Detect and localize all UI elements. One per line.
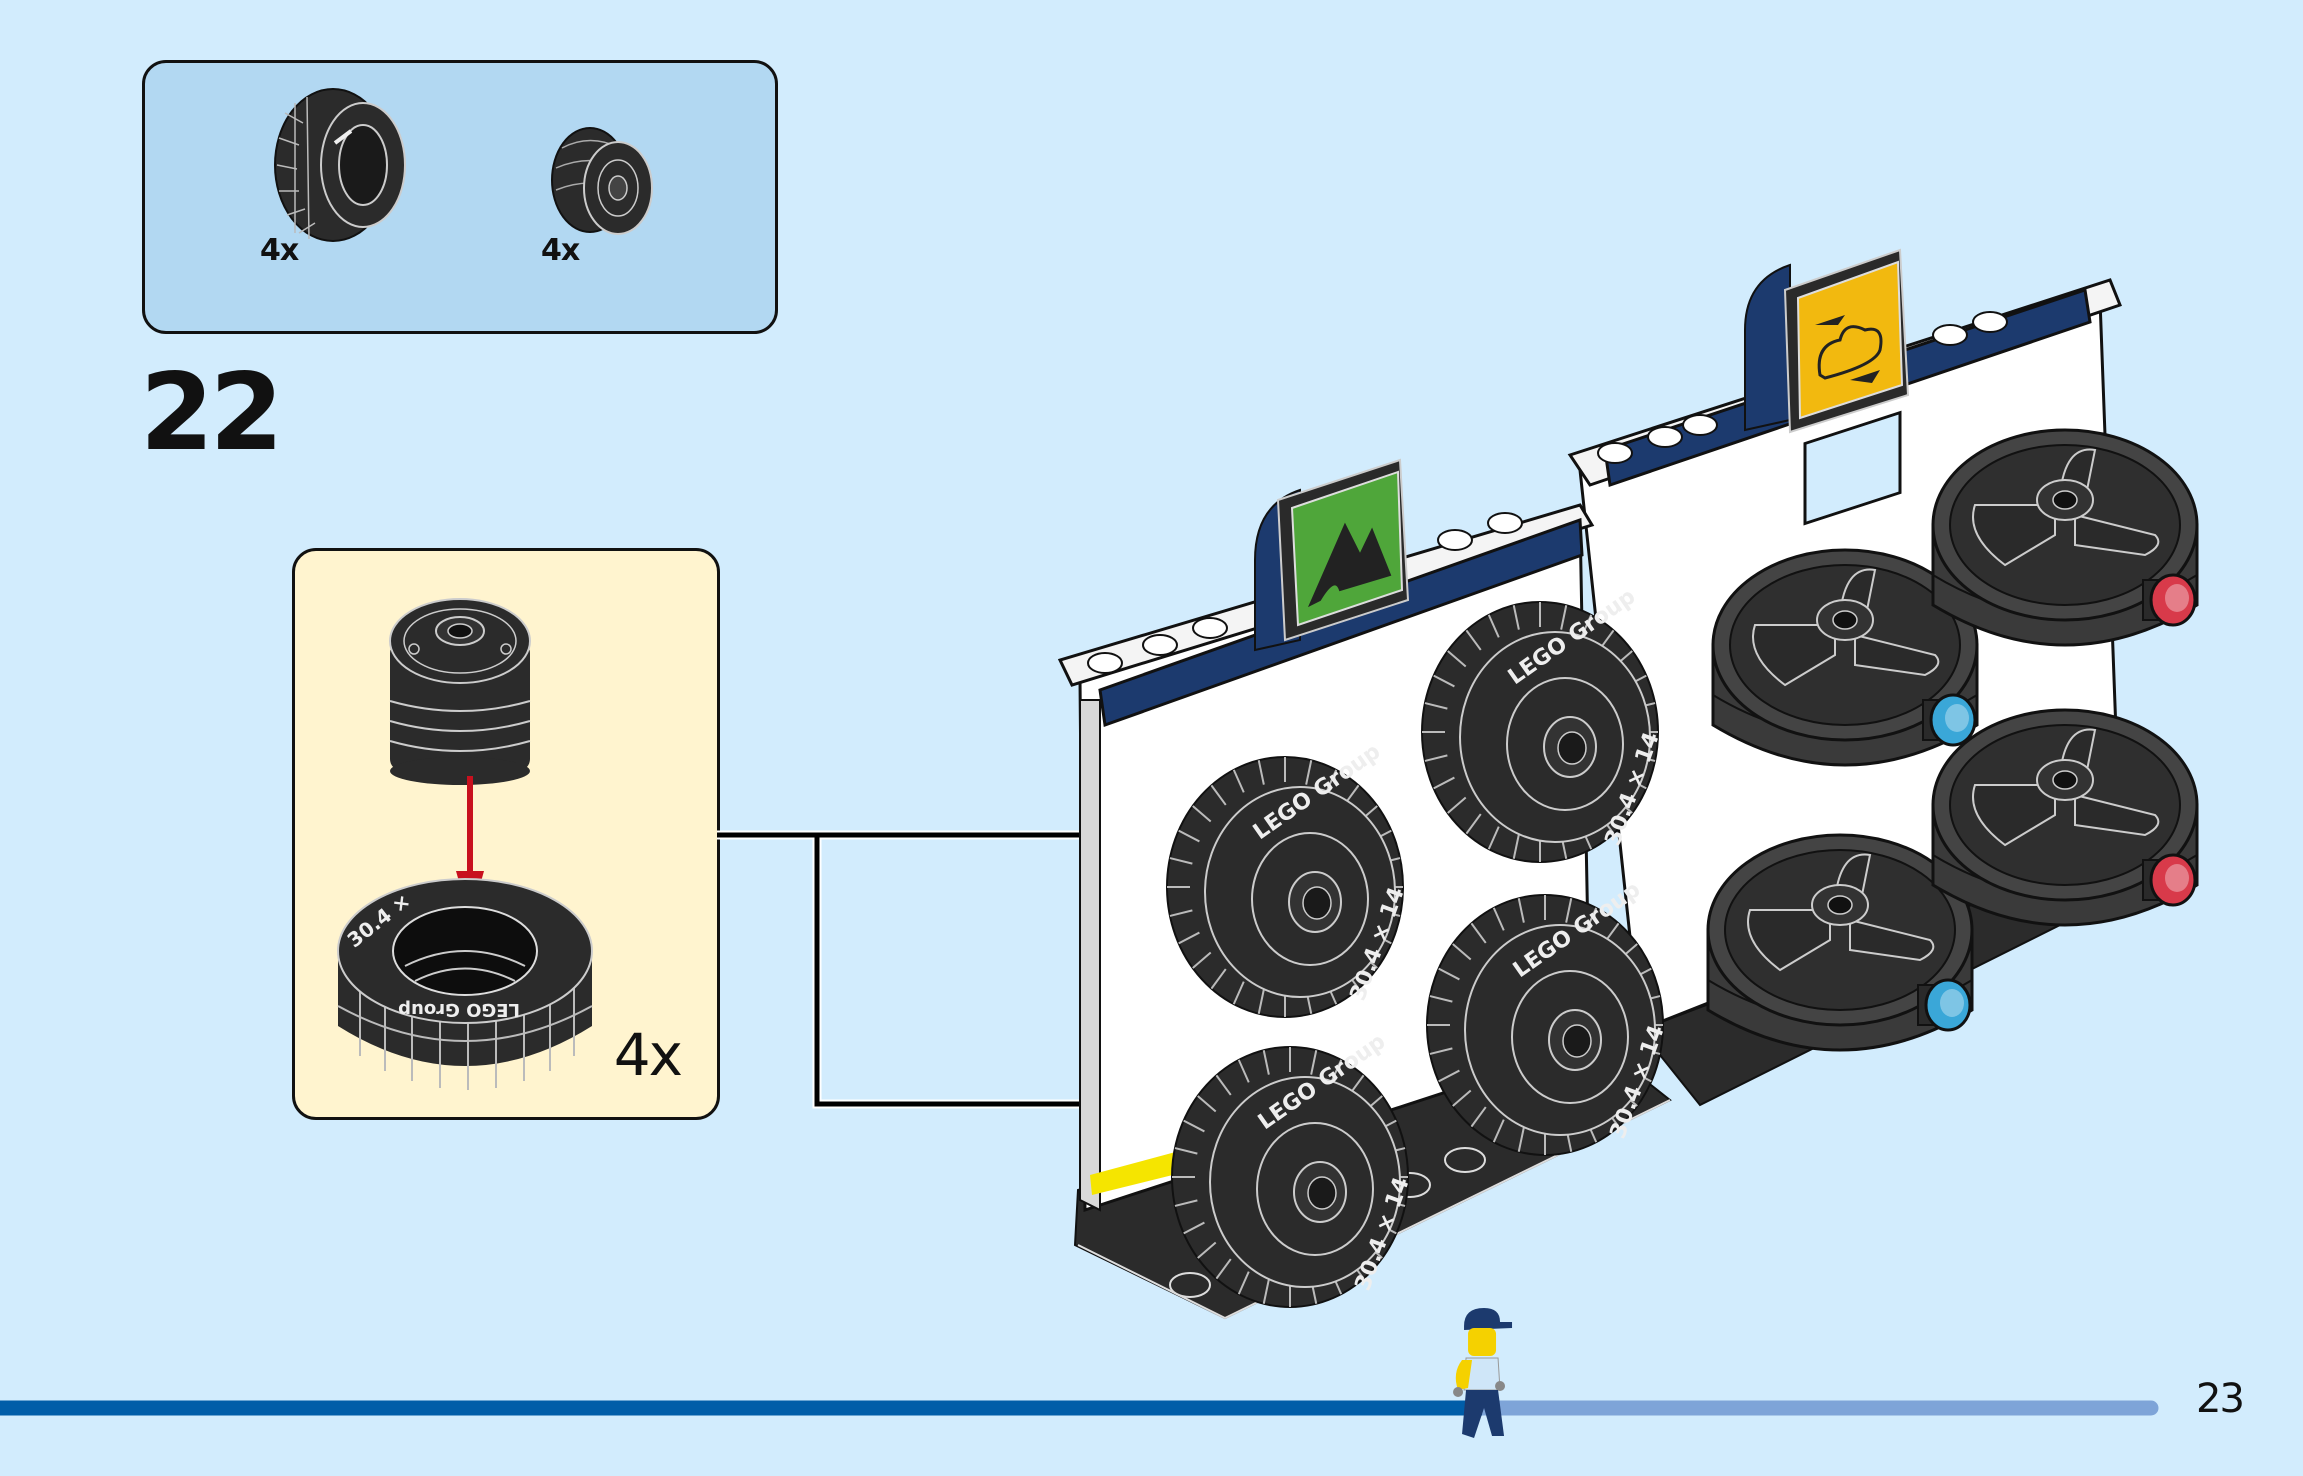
right-rack-studs [1597,311,2008,464]
wheel-rim-quantity: 4x [541,233,580,268]
right-window [1803,410,1902,526]
mountain-sign [1254,458,1410,652]
tyre-icon: 30.4 × LEGO Group [337,878,593,1090]
propeller-icon [1972,728,2160,847]
sub-assembly-quantity: 4x [613,1021,683,1089]
tyre-icon [274,88,406,242]
page-number: 23 [2196,1376,2245,1422]
left-rack-side [1079,699,1101,1212]
fan-stud [1929,693,1977,747]
sub-assembly-box: 30.4 × LEGO Group 4x [292,548,720,1120]
tyre-quantity: 4x [260,233,299,268]
fan-stud [2149,573,2197,627]
step-number: 22 [140,351,284,474]
left-rack-studs [1087,512,1523,674]
tyre-brand-text: LEGO Group [398,999,520,1020]
fans-group [1706,428,2199,1052]
fan-stud [2149,853,2197,907]
fan [1711,548,1979,767]
parts-list-box: 4x 4x [142,60,778,334]
fan-stud [1924,978,1972,1032]
fan [1931,708,2199,927]
minifigure-icon [1453,1308,1513,1438]
wheel-rim-icon [551,127,653,235]
cloud-sign [1744,248,1910,434]
connector-lines [717,830,1110,1109]
wheel-rim-icon [389,598,531,785]
cloud-icon [1817,325,1883,380]
fan [1706,833,1974,1052]
mountain-icon [1307,522,1392,608]
fan [1931,428,2199,647]
